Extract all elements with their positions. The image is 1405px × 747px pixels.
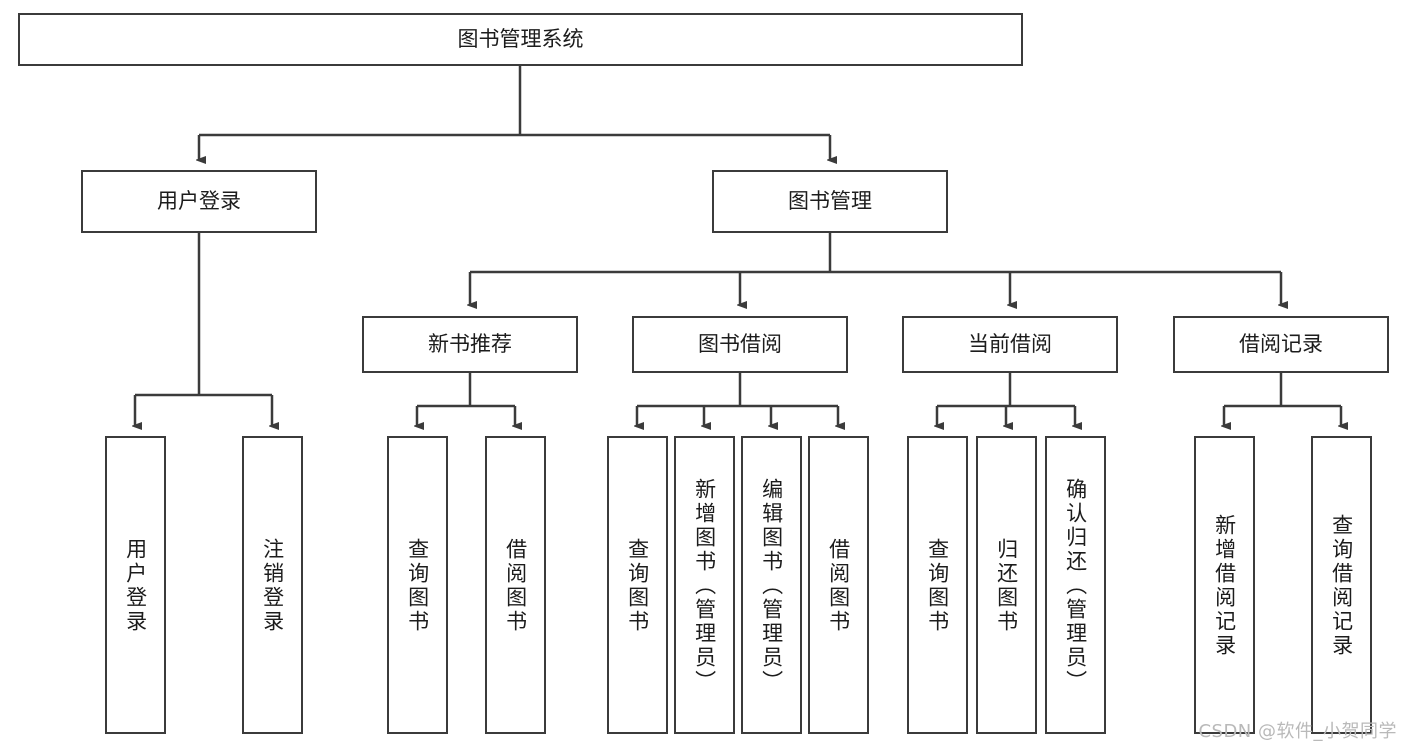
node-book-borrow[interactable]: 图书借阅	[632, 316, 848, 373]
node-label: 编辑图书（管理员）	[759, 478, 784, 694]
leaf-user-login[interactable]: 用户登录	[105, 436, 166, 734]
leaf-query-book-current[interactable]: 查询图书	[907, 436, 968, 734]
node-label: 查询图书	[405, 538, 430, 634]
node-label: 查询图书	[925, 538, 950, 634]
leaf-borrow-book[interactable]: 借阅图书	[808, 436, 869, 734]
node-label: 确认归还（管理员）	[1063, 478, 1088, 694]
node-label: 图书管理	[788, 189, 872, 214]
node-label: 用户登录	[157, 189, 241, 214]
watermark: CSDN @软件_小贺同学	[1198, 721, 1397, 742]
node-root-system[interactable]: 图书管理系统	[18, 13, 1023, 66]
leaf-query-book-recommend[interactable]: 查询图书	[387, 436, 448, 734]
leaf-return-book[interactable]: 归还图书	[976, 436, 1037, 734]
leaf-add-borrow-record[interactable]: 新增借阅记录	[1194, 436, 1255, 734]
node-label: 借阅记录	[1239, 332, 1323, 357]
node-label: 借阅图书	[826, 538, 851, 634]
leaf-edit-book-admin[interactable]: 编辑图书（管理员）	[741, 436, 802, 734]
node-label: 借阅图书	[503, 538, 528, 634]
node-label: 查询图书	[625, 538, 650, 634]
leaf-add-book-admin[interactable]: 新增图书（管理员）	[674, 436, 735, 734]
node-borrow-record[interactable]: 借阅记录	[1173, 316, 1389, 373]
node-label: 新增图书（管理员）	[692, 478, 717, 694]
node-user-login[interactable]: 用户登录	[81, 170, 317, 233]
node-label: 当前借阅	[968, 332, 1052, 357]
node-label: 图书管理系统	[457, 27, 584, 52]
node-label: 注销登录	[260, 538, 285, 634]
leaf-query-borrow-record[interactable]: 查询借阅记录	[1311, 436, 1372, 734]
node-book-management[interactable]: 图书管理	[712, 170, 948, 233]
node-label: 用户登录	[123, 538, 148, 634]
leaf-logout[interactable]: 注销登录	[242, 436, 303, 734]
node-label: 图书借阅	[698, 332, 782, 357]
node-label: 归还图书	[994, 538, 1019, 634]
node-new-book-recommend[interactable]: 新书推荐	[362, 316, 578, 373]
leaf-borrow-book-recommend[interactable]: 借阅图书	[485, 436, 546, 734]
node-label: 新书推荐	[428, 332, 512, 357]
leaf-query-book-borrow[interactable]: 查询图书	[607, 436, 668, 734]
node-label: 查询借阅记录	[1329, 514, 1354, 658]
node-current-borrow[interactable]: 当前借阅	[902, 316, 1118, 373]
leaf-confirm-return-admin[interactable]: 确认归还（管理员）	[1045, 436, 1106, 734]
node-label: 新增借阅记录	[1212, 514, 1237, 658]
